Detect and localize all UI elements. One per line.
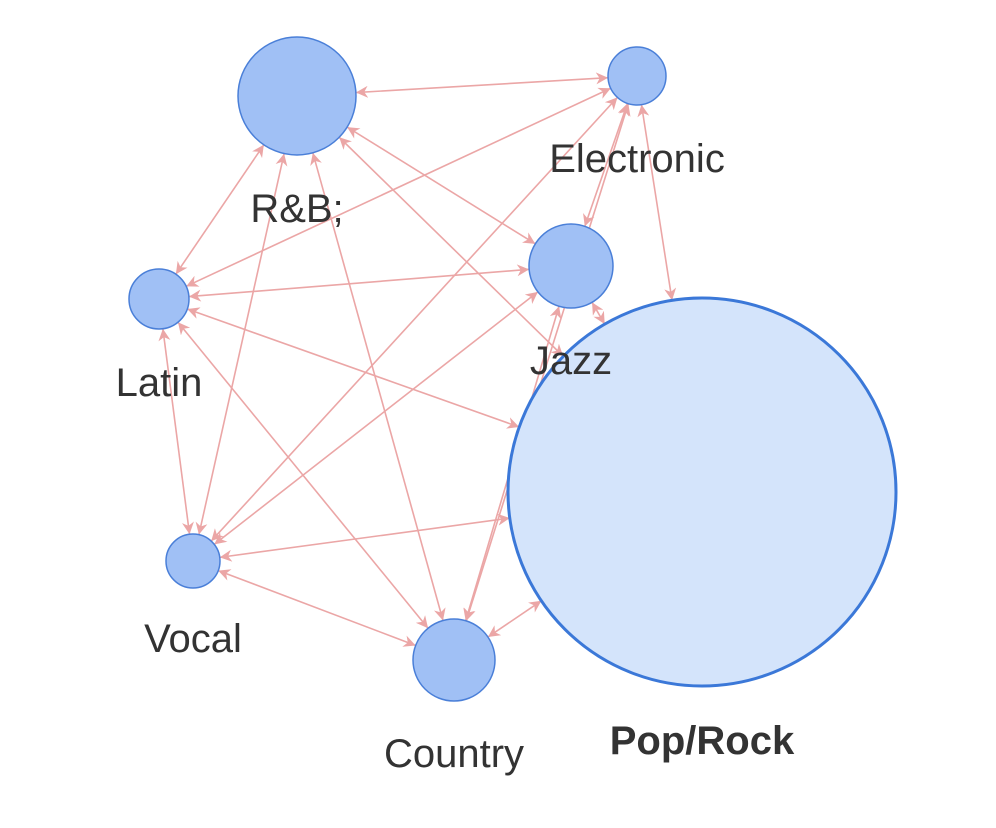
node-label-poprock: Pop/Rock (610, 719, 795, 763)
edge-vocal-country (217, 569, 416, 647)
node-electronic[interactable] (607, 46, 667, 106)
node-latin[interactable] (128, 268, 190, 330)
node-country[interactable] (412, 618, 496, 702)
edge-jazz-poprock (591, 301, 606, 325)
node-vocal[interactable] (165, 533, 221, 589)
node-label-vocal: Vocal (144, 617, 242, 661)
edge-latin-jazz (188, 264, 530, 302)
nodes-layer (128, 36, 898, 702)
edge-jazz-vocal (213, 291, 539, 546)
node-label-rnb: R&B; (250, 187, 343, 231)
node-label-latin: Latin (116, 361, 203, 405)
edge-electronic-poprock (637, 104, 677, 301)
edge-rnb-poprock (338, 136, 564, 357)
edge-rnb-jazz (346, 126, 536, 245)
edge-rnb-electronic (355, 72, 609, 98)
edge-poprock-vocal (219, 513, 510, 562)
node-label-jazz: Jazz (530, 339, 612, 383)
edge-latin-vocal (158, 328, 194, 535)
edge-latin-poprock (186, 307, 520, 429)
node-label-electronic: Electronic (549, 137, 725, 181)
node-label-country: Country (384, 732, 524, 776)
node-rnb[interactable] (237, 36, 357, 156)
node-jazz[interactable] (528, 223, 614, 309)
edge-poprock-country (487, 600, 542, 638)
node-poprock[interactable] (506, 296, 898, 688)
